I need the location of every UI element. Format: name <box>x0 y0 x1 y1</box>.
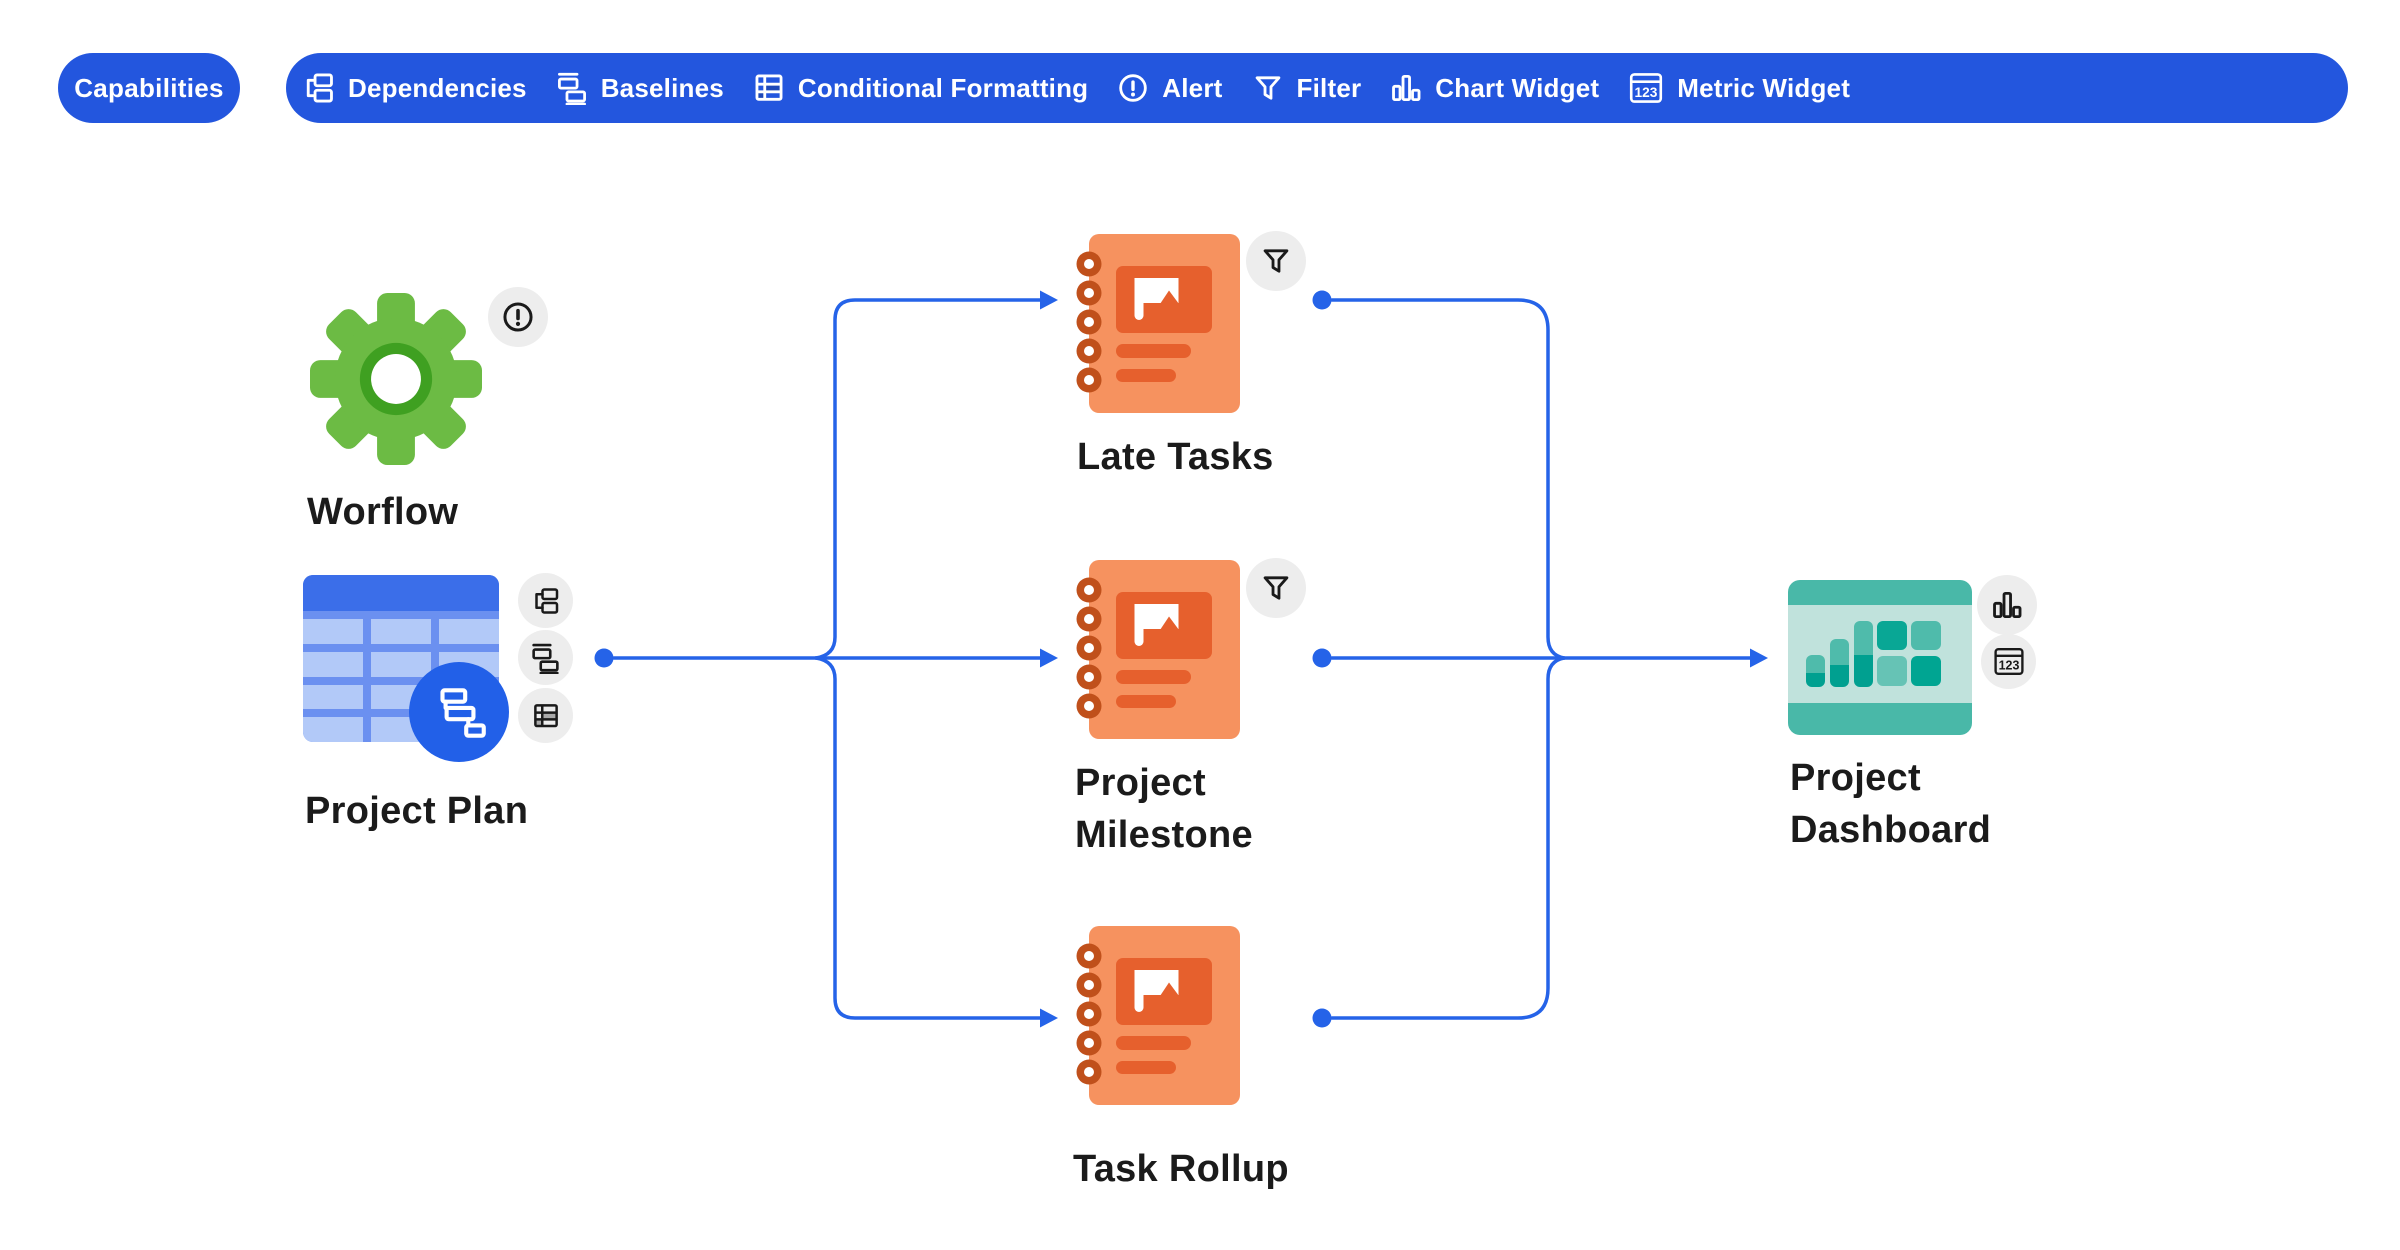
task-rollup-node-label: Task Rollup <box>1073 1148 1289 1190</box>
toolbar-item-label: Alert <box>1162 72 1223 103</box>
edge-dot-project-plan <box>594 648 614 668</box>
workflow-node-label: Worflow <box>307 491 459 533</box>
project-dashboard-node-label: Project Dashboard <box>1790 752 1991 856</box>
chart-widget-badge <box>1977 575 2037 635</box>
filter-icon <box>1259 244 1293 278</box>
filter-badge <box>1246 558 1306 618</box>
baselines-icon <box>530 642 561 674</box>
toolbar-item-label: Dependencies <box>348 72 527 103</box>
edge-dot-late-tasks <box>1312 290 1332 310</box>
project-milestone-node-label: Project Milestone <box>1075 757 1253 861</box>
alert-badge <box>488 287 548 347</box>
label-line: Dashboard <box>1790 809 1992 851</box>
toolbar-item-alert[interactable]: Alert <box>1116 71 1222 105</box>
dashboard-top-band <box>1788 580 1972 605</box>
toolbar-item-label: Conditional Formatting <box>797 72 1089 103</box>
capabilities-pill-label: Capabilities <box>74 72 224 103</box>
toolbar-item-metric-widget[interactable]: Metric Widget <box>1627 71 1850 105</box>
label-line: Project <box>1075 762 1206 804</box>
alert-icon <box>500 299 536 335</box>
edge-arrowhead <box>1040 648 1058 668</box>
toolbar-item-label: Filter <box>1296 72 1362 103</box>
dashboard-icon <box>1788 580 1972 735</box>
metric-widget-badge <box>1981 634 2036 689</box>
gear-icon <box>310 293 482 465</box>
toolbar-item-dependencies[interactable]: Dependencies <box>302 71 527 105</box>
edge-late-tasks-to-dashboard <box>1330 298 1566 660</box>
edge-dot-project-milestone <box>1312 648 1332 668</box>
dashboard-bottom-band <box>1788 703 1972 735</box>
gantt-dependency-icon <box>409 662 509 762</box>
capabilities-pill[interactable]: Capabilities <box>58 53 240 123</box>
dependencies-badge <box>518 573 573 628</box>
conditional-formatting-badge <box>518 688 573 743</box>
table-header-row <box>303 575 499 611</box>
report-notebook-icon <box>1065 925 1240 1106</box>
capabilities-toolbar: Dependencies Baselines Conditional Forma… <box>286 53 2348 123</box>
toolbar-item-label: Chart Widget <box>1435 72 1600 103</box>
chart-widget-icon <box>1990 588 2024 622</box>
label-line: Milestone <box>1075 814 1253 856</box>
filter-icon <box>1259 571 1293 605</box>
edge-arrowhead <box>1750 648 1768 668</box>
toolbar-item-conditional-formatting[interactable]: Conditional Formatting <box>752 71 1088 105</box>
project-plan-node-label: Project Plan <box>305 790 529 832</box>
label-line: Project <box>1790 757 1921 799</box>
toolbar-item-chart-widget[interactable]: Chart Widget <box>1389 71 1599 105</box>
late-tasks-node-label: Late Tasks <box>1077 436 1274 478</box>
dependencies-icon <box>531 586 561 616</box>
baselines-badge <box>518 630 573 685</box>
toolbar-item-filter[interactable]: Filter <box>1251 71 1362 105</box>
toolbar-item-label: Metric Widget <box>1677 72 1851 103</box>
edge-arrowhead <box>1040 1008 1058 1028</box>
toolbar-item-baselines[interactable]: Baselines <box>555 71 724 105</box>
edge-dot-task-rollup <box>1312 1008 1332 1028</box>
edge-task-rollup-to-dashboard <box>1330 656 1566 1020</box>
filter-badge <box>1246 231 1306 291</box>
edge-plan-to-late-tasks <box>814 298 1042 660</box>
toolbar-item-label: Baselines <box>600 72 724 103</box>
conditional-formatting-icon <box>531 701 561 731</box>
edge-plan-to-task-rollup <box>814 656 1042 1020</box>
dashboard-widgets-art <box>1806 621 1941 687</box>
report-notebook-icon <box>1065 559 1240 740</box>
metric-widget-icon <box>1993 646 2025 677</box>
edge-arrowhead <box>1040 290 1058 310</box>
report-notebook-icon <box>1065 233 1240 414</box>
